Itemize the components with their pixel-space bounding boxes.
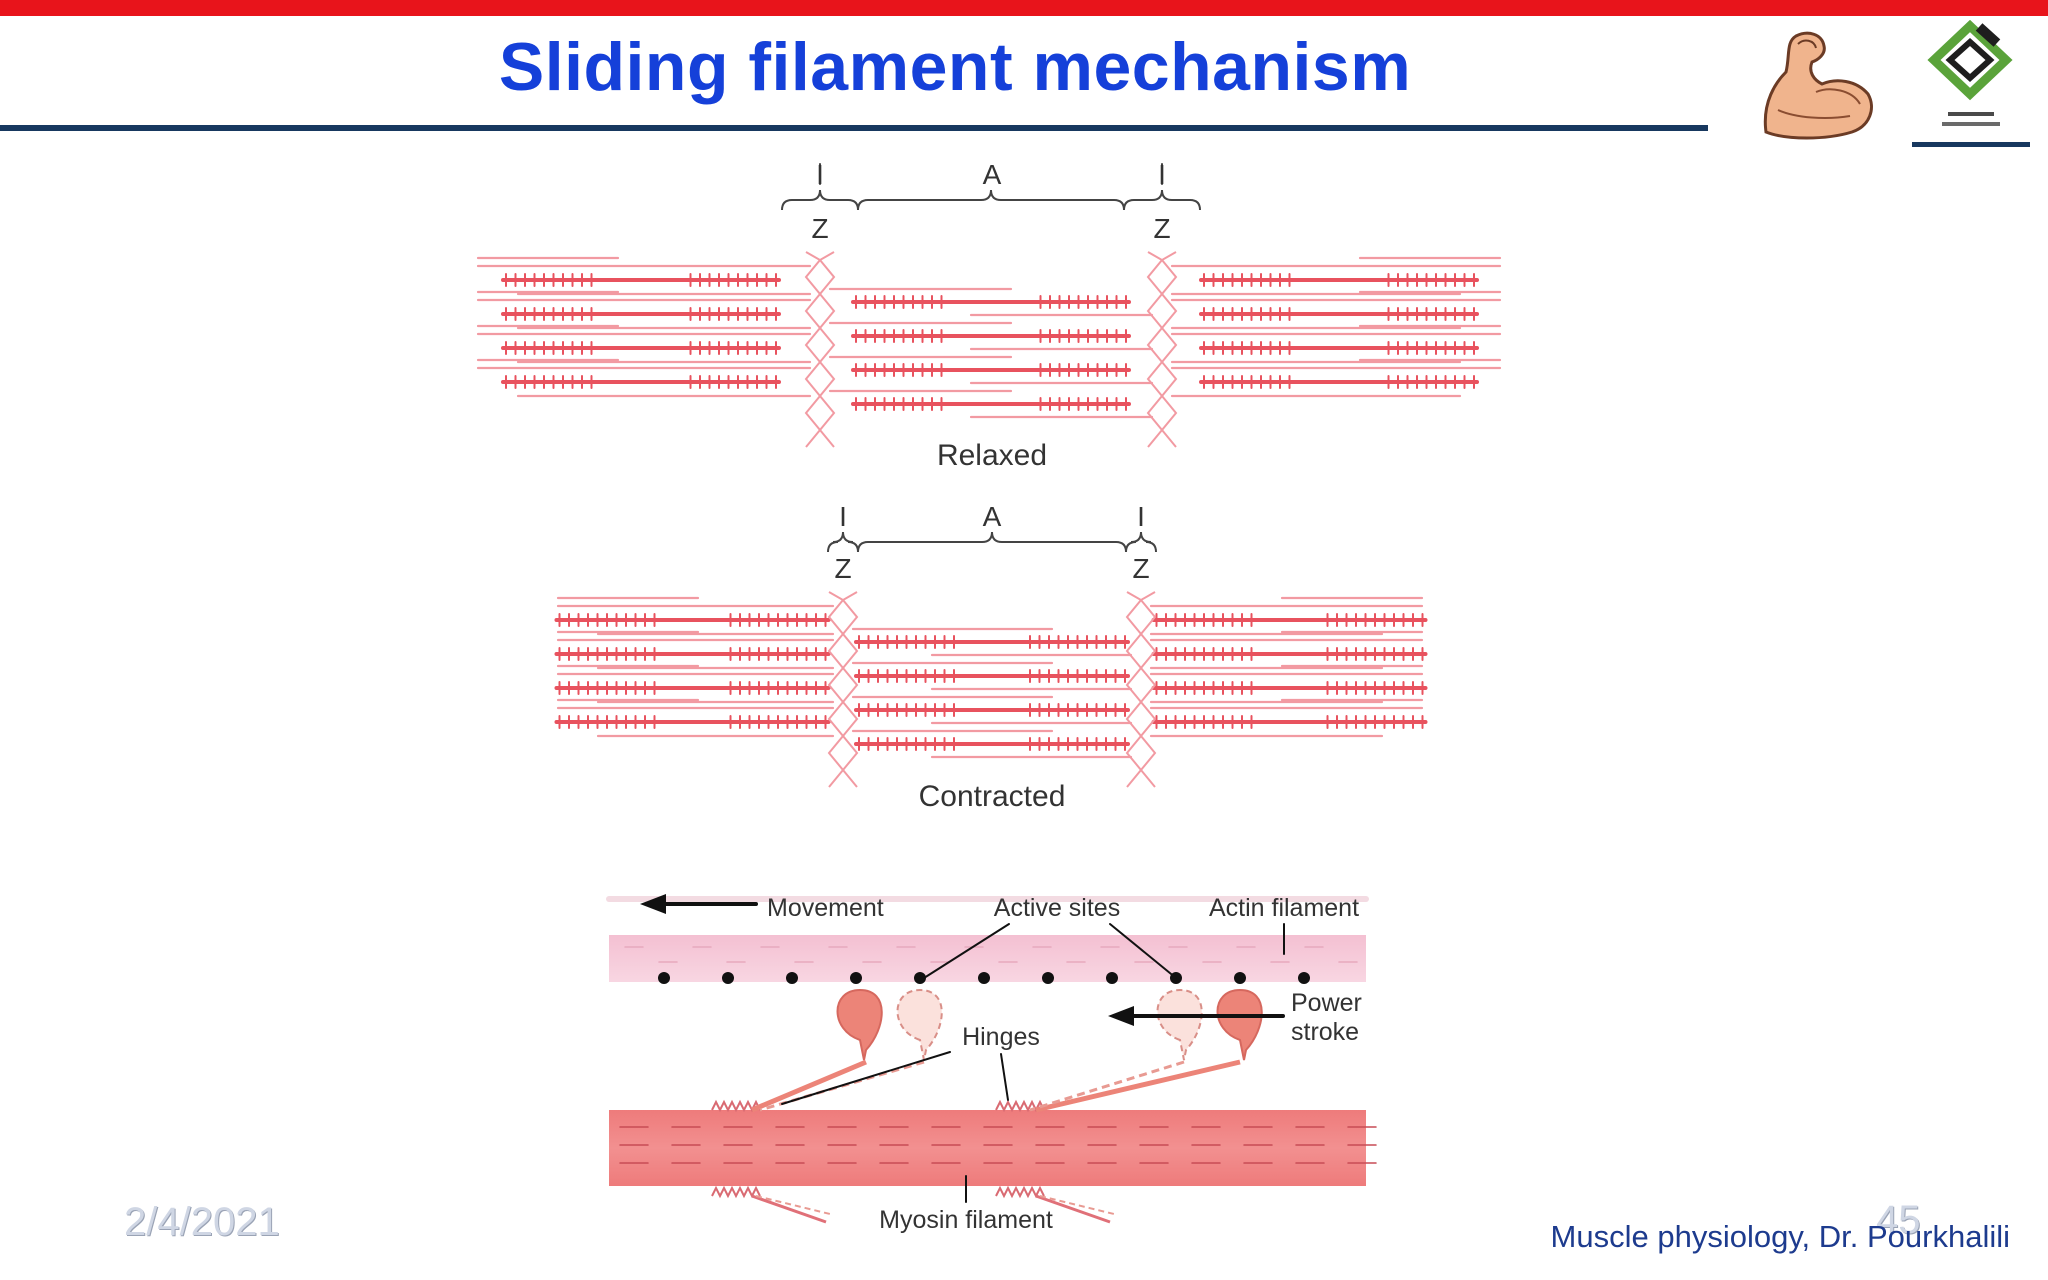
contracted-label-z-left: Z — [834, 553, 851, 584]
z-disc — [827, 591, 859, 788]
band-brace — [857, 531, 1127, 553]
myosin-thick-filament — [554, 613, 831, 627]
active-sites-leader — [923, 923, 1010, 979]
hinges-leader — [781, 1051, 951, 1105]
active-site-dot — [850, 972, 862, 984]
relaxed-label-a: A — [983, 159, 1002, 190]
myosin-neck — [1035, 1059, 1241, 1113]
university-logo — [1912, 20, 2030, 147]
active-site-dot — [1042, 972, 1054, 984]
hinges-label: Hinges — [962, 1023, 1040, 1051]
slide-date: 2/4/2021 — [124, 1200, 280, 1244]
band-brace — [1125, 531, 1157, 553]
crossbridge-detail — [606, 890, 1377, 1235]
relaxed-label-i-left: I — [816, 159, 824, 190]
myosin-filament-label: Myosin filament — [879, 1206, 1053, 1234]
myosin-thick-filament — [554, 715, 831, 729]
myosin-thick-filament — [851, 295, 1131, 309]
myosin-head — [1216, 988, 1263, 1061]
active-site-dot — [1106, 972, 1118, 984]
relaxed-sarcomere — [476, 163, 1502, 448]
myosin-thick-filament — [1199, 273, 1479, 287]
lower-neck-ghost — [1039, 1195, 1115, 1215]
myosin-thick-filament — [851, 363, 1131, 377]
myosin-neck — [751, 1059, 867, 1113]
myosin-thick-filament — [554, 681, 831, 695]
z-disc — [1125, 591, 1157, 788]
title-underline — [0, 125, 1708, 131]
relaxed-label-z-left: Z — [811, 213, 828, 244]
myosin-thick-filament — [1151, 715, 1428, 729]
active-sites-leader — [1109, 923, 1177, 979]
active-site-dot — [978, 972, 990, 984]
myosin-thick-filament — [854, 635, 1130, 649]
contracted-label-a: A — [983, 501, 1002, 532]
myosin-thick-filament — [1151, 681, 1428, 695]
myosin-head — [836, 988, 883, 1061]
z-disc — [804, 251, 836, 448]
active-site-dot — [1298, 972, 1310, 984]
slide-page-number: 45 — [1876, 1198, 1921, 1242]
active-site-dot — [786, 972, 798, 984]
contracted-label-i-right: I — [1137, 501, 1145, 532]
power-stroke-arrow-head — [1108, 1006, 1134, 1026]
lower-neck — [1035, 1194, 1111, 1224]
myosin-thick-filament — [1151, 613, 1428, 627]
power-label: Power — [1291, 989, 1362, 1017]
contracted-label-i-left: I — [839, 501, 847, 532]
hinges-leader — [1000, 1053, 1009, 1101]
myosin-thick-filament — [854, 669, 1130, 683]
myosin-thick-filament — [1199, 307, 1479, 321]
myosin-thick-filament — [1199, 375, 1479, 389]
active-site-dot — [722, 972, 734, 984]
myosin-thick-filament — [854, 703, 1130, 717]
myosin-thick-filament — [501, 341, 781, 355]
lower-neck-ghost — [755, 1195, 831, 1215]
relaxed-label-z-right: Z — [1153, 213, 1170, 244]
myosin-thick-filament — [851, 329, 1131, 343]
myosin-thick-filament — [1199, 341, 1479, 355]
myosin-band — [609, 1110, 1366, 1186]
slide-footer: Muscle physiology, Dr. Pourkhalili — [1550, 1219, 2010, 1254]
myosin-thick-filament — [854, 737, 1130, 751]
lower-neck — [751, 1194, 827, 1224]
contracted-caption: Contracted — [919, 780, 1066, 813]
stroke-label: stroke — [1291, 1018, 1359, 1046]
band-brace — [857, 189, 1125, 211]
movement-label: Movement — [767, 894, 884, 922]
band-brace — [827, 531, 859, 553]
band-brace — [1123, 189, 1201, 211]
movement-arrow-head — [640, 894, 666, 914]
myosin-head-ghost — [896, 988, 943, 1061]
active-sites-label: Active sites — [994, 894, 1120, 922]
myosin-thick-filament — [501, 273, 781, 287]
contracted-sarcomere — [554, 531, 1428, 788]
myosin-thick-filament — [501, 375, 781, 389]
top-accent-bar — [0, 0, 2048, 16]
z-disc — [1146, 251, 1178, 448]
myosin-thick-filament — [501, 307, 781, 321]
active-site-dot — [658, 972, 670, 984]
myosin-thick-filament — [851, 397, 1131, 411]
myosin-head-ghost — [1156, 988, 1203, 1061]
band-brace — [781, 189, 859, 211]
active-site-dot — [914, 972, 926, 984]
myosin-neck-ghost — [1029, 1060, 1185, 1112]
relaxed-caption: Relaxed — [937, 439, 1047, 472]
active-site-dot — [1234, 972, 1246, 984]
relaxed-label-i-right: I — [1158, 159, 1166, 190]
contracted-label-z-right: Z — [1132, 553, 1149, 584]
myosin-thick-filament — [554, 647, 831, 661]
actin-filament-label: Actin filament — [1209, 894, 1359, 922]
slide-title: Sliding filament mechanism — [498, 29, 1412, 105]
flexed-arm-logo — [1763, 31, 1873, 140]
myosin-thick-filament — [1151, 647, 1428, 661]
